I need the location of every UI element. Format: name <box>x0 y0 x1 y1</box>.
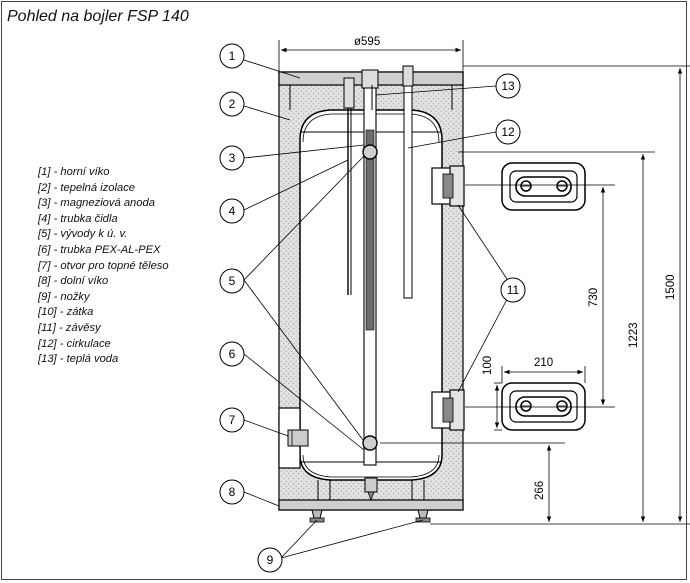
callout-3: 3 <box>219 145 245 171</box>
outlet-bottom <box>362 435 378 451</box>
legend-item: [1] - horní víko <box>38 166 110 178</box>
svg-text:7: 7 <box>229 413 236 427</box>
legend-item: [4] - trubka čidla <box>38 212 118 225</box>
dimension-lines <box>278 40 690 525</box>
dim-height-mount: 1223 <box>628 322 640 348</box>
svg-text:11: 11 <box>507 283 520 297</box>
hanger-bottom <box>431 389 465 431</box>
hanger-plate-bottom <box>501 382 586 431</box>
legend-item: [3] - magneziová anoda <box>38 197 155 210</box>
legend-item: [7] - otvor pro topné těleso <box>38 259 169 272</box>
callout-7: 7 <box>219 407 245 433</box>
svg-text:6: 6 <box>229 347 236 361</box>
callout-2: 2 <box>219 91 245 117</box>
legend-item: [6] - trubka PEX-AL-PEX <box>38 243 161 256</box>
svg-text:1: 1 <box>229 49 236 63</box>
heater-opening <box>278 407 309 469</box>
svg-text:4: 4 <box>229 204 236 218</box>
dim-hanger-spacing: 730 <box>588 288 600 307</box>
svg-text:13: 13 <box>501 79 515 93</box>
callout-4: 4 <box>219 198 245 224</box>
legend-item: [13] - teplá voda <box>38 353 119 366</box>
legend-item: [9] - nožky <box>38 290 90 303</box>
outlet-top <box>362 144 378 160</box>
callout-8: 8 <box>219 479 245 505</box>
hanger-top <box>431 165 465 207</box>
hanger-plate-top <box>501 162 586 211</box>
bottom-support <box>317 477 425 502</box>
legend-item: [10] - zátka <box>38 306 94 319</box>
dim-height-total: 1500 <box>665 274 677 300</box>
svg-text:8: 8 <box>229 485 236 499</box>
sensor-tube <box>343 77 355 295</box>
svg-text:2: 2 <box>229 97 236 111</box>
legend-item: [2] - tepelná izolace <box>38 181 136 194</box>
callout-13: 13 <box>495 73 521 99</box>
dim-hanger-width: 210 <box>534 357 553 369</box>
dim-hanger-height: 100 <box>482 356 494 375</box>
leader-lines <box>243 59 514 559</box>
bottom-lid <box>278 499 464 511</box>
legend-item: [5] - vývody k ú. v. <box>38 228 128 241</box>
drawing-title: Pohled na bojler FSP 140 <box>7 8 189 25</box>
callouts: 1 2 3 4 5 6 7 8 9 11 12 13 <box>219 43 526 573</box>
callout-12: 12 <box>495 119 521 145</box>
callout-11: 11 <box>500 277 526 303</box>
callout-5: 5 <box>219 268 245 294</box>
svg-text:3: 3 <box>229 151 236 165</box>
svg-text:9: 9 <box>267 553 274 567</box>
feet <box>309 509 431 523</box>
dim-bottom-offset: 266 <box>534 481 546 500</box>
circulation-tube <box>402 65 414 299</box>
parts-legend: [1] - horní víko [2] - tepelná izolace [… <box>38 165 169 368</box>
legend-item: [11] - závěsy <box>38 321 101 334</box>
legend-item: [12] - cirkulace <box>38 337 111 350</box>
callout-1: 1 <box>219 43 245 69</box>
callout-9: 9 <box>257 547 283 573</box>
callout-6: 6 <box>219 341 245 367</box>
svg-text:12: 12 <box>501 125 515 139</box>
legend-item: [8] - dolní víko <box>38 275 109 288</box>
dim-width: ø595 <box>354 36 380 48</box>
svg-text:5: 5 <box>229 274 236 288</box>
